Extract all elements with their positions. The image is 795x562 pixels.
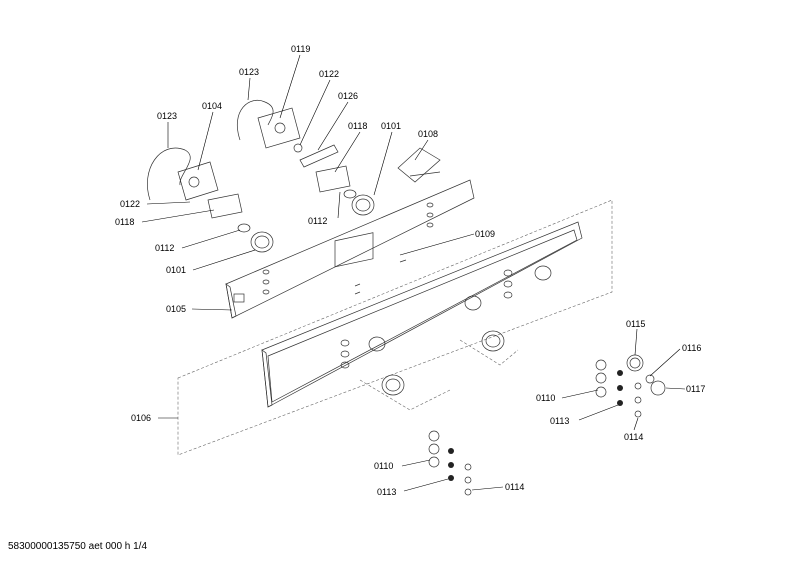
callout-0123-top: 0123: [239, 67, 259, 77]
right-switch-assembly: [315, 165, 375, 216]
callout-0123-left: 0123: [157, 111, 177, 121]
callout-0114-bottom: 0114: [505, 482, 524, 492]
callout-0106: 0106: [131, 413, 151, 423]
callout-0108: 0108: [418, 129, 438, 139]
leader-lines: [141, 54, 686, 492]
callout-labels: 0119 0123 0122 0123 0104 0126 0118 0101 …: [115, 44, 705, 497]
callout-0110-right: 0110: [536, 393, 555, 403]
panel-housing-outline: [177, 199, 613, 456]
control-board: [225, 179, 475, 319]
callout-0118-left: 0118: [115, 217, 134, 227]
middle-switch-assembly: [257, 107, 339, 168]
callout-0110-bottom: 0110: [374, 461, 393, 471]
callout-0113-right: 0113: [550, 416, 569, 426]
callout-0112-left: 0112: [155, 243, 174, 253]
callout-0112-right: 0112: [308, 216, 327, 226]
callout-0101-left: 0101: [166, 265, 186, 275]
callout-0104: 0104: [202, 101, 222, 111]
callout-0113-bottom: 0113: [377, 487, 396, 497]
front-fascia-panel: [261, 221, 583, 408]
callout-0126: 0126: [338, 91, 358, 101]
callout-0122-top: 0122: [319, 69, 339, 79]
right-knob-group: [595, 354, 666, 418]
callout-0105: 0105: [166, 304, 186, 314]
left-switch-assembly: [177, 161, 274, 253]
callout-0118-right: 0118: [348, 121, 367, 131]
callout-0122-left: 0122: [120, 199, 140, 209]
callout-0117: 0117: [686, 384, 705, 394]
callout-0109: 0109: [475, 229, 495, 239]
bottom-knob-group: [428, 430, 472, 496]
ribbon-cable: [397, 147, 441, 183]
document-id-footer: 58300000135750 aet 000 h 1/4: [8, 541, 148, 552]
callout-0119-top: 0119: [291, 44, 310, 54]
callout-0116: 0116: [682, 343, 701, 353]
callout-0115: 0115: [626, 319, 645, 329]
callout-0114-right: 0114: [624, 432, 643, 442]
callout-0101-right: 0101: [381, 121, 401, 131]
